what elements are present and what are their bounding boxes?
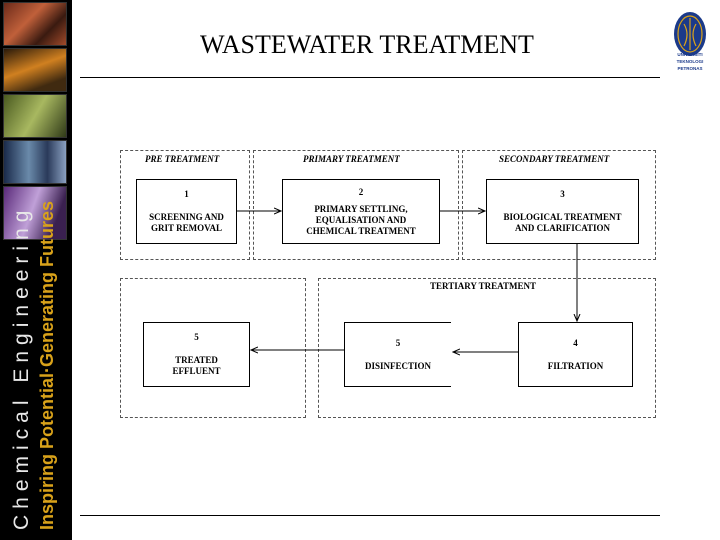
step-label: SCREENING AND GRIT REMOVAL <box>149 212 224 233</box>
step-number: 5 <box>395 337 401 348</box>
process-box-primary-settling: 2 PRIMARY SETTLING, EQUALISATION AND CHE… <box>282 179 440 244</box>
process-box-disinfection: 5 DISINFECTION <box>344 322 451 387</box>
footer-divider <box>80 515 660 516</box>
process-box-filtration: 4 FILTRATION <box>518 322 633 387</box>
stage-label-secondary: SECONDARY TREATMENT <box>499 154 610 164</box>
process-box-biological: 3 BIOLOGICAL TREATMENT AND CLARIFICATION <box>486 179 639 244</box>
logo-text-line-3: PETRONAS <box>677 66 703 71</box>
university-logo-icon <box>674 12 706 56</box>
step-label: FILTRATION <box>547 360 604 371</box>
sidebar-photo-5 <box>3 186 67 240</box>
process-box-treated-effluent: 5 TREATED EFFLUENT <box>143 322 250 387</box>
logo-text-line-1: UNIVERSITI <box>677 52 703 57</box>
sidebar-photo-3 <box>3 94 67 138</box>
step-number: 4 <box>573 337 578 348</box>
sidebar-photo-2 <box>3 48 67 92</box>
sidebar-tagline-text: Inspiring Potential·Generating Futures <box>37 200 57 530</box>
step-label: PRIMARY SETTLING, EQUALISATION AND CHEMI… <box>306 203 416 236</box>
step-number: 3 <box>560 189 565 199</box>
stage-label-primary: PRIMARY TREATMENT <box>303 154 400 164</box>
process-box-screening: 1 SCREENING AND GRIT REMOVAL <box>136 179 237 244</box>
stage-frame-lower-left <box>120 278 306 418</box>
title-divider <box>80 77 660 78</box>
stage-frame-secondary <box>462 150 656 260</box>
sidebar-banner: Chemical Engineering Inspiring Potential… <box>0 0 72 540</box>
sidebar-title-text: Chemical Engineering <box>10 204 33 530</box>
stage-frame-pre <box>120 150 250 260</box>
step-label: BIOLOGICAL TREATMENT AND CLARIFICATION <box>503 212 622 233</box>
logo-text-line-2: TEKNOLOGI <box>676 59 704 64</box>
stage-frame-primary <box>253 150 459 260</box>
stage-frame-tertiary <box>318 278 656 418</box>
step-number: 2 <box>358 186 364 197</box>
stage-label-pre: PRE TREATMENT <box>145 154 220 164</box>
step-label: TREATED EFFLUENT <box>172 355 221 376</box>
step-number: 1 <box>184 189 189 199</box>
sidebar-photo-1 <box>3 2 67 46</box>
stage-label-tertiary: TERTIARY TREATMENT <box>430 281 536 291</box>
step-number: 5 <box>194 332 199 342</box>
page-title: WASTEWATER TREATMENT <box>200 30 534 59</box>
step-label: DISINFECTION <box>364 360 431 371</box>
sidebar-photo-4 <box>3 140 67 184</box>
